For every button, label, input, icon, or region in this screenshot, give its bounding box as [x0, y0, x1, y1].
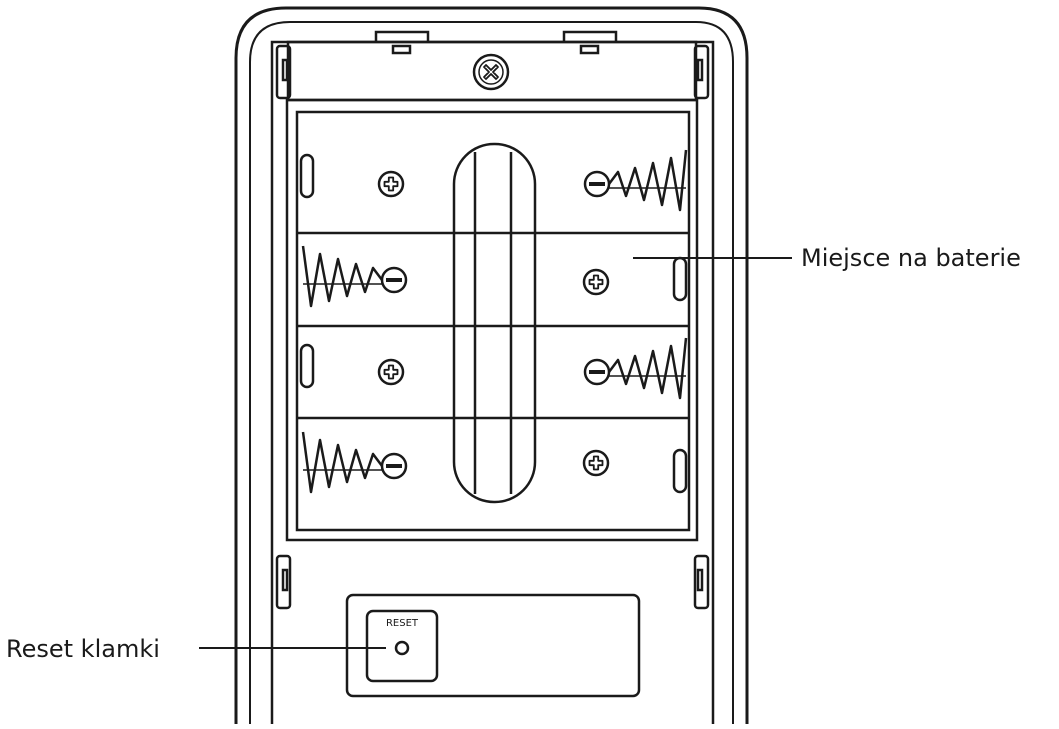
reset-button-label: RESET [386, 618, 419, 629]
contact-bars [299, 153, 688, 494]
screw-icon [472, 53, 510, 91]
battery-compartment-label: Miejsce na baterie [801, 244, 1021, 272]
center-divider [452, 142, 537, 504]
reset-handle-label: Reset klamki [6, 635, 160, 663]
leader-lines [199, 257, 792, 649]
battery-compartment [285, 98, 699, 542]
plus-terminal-icon [377, 170, 610, 477]
spring-contact-icon [301, 149, 688, 494]
reset-panel [345, 593, 641, 698]
reset-button[interactable]: RESET [365, 609, 439, 683]
lower-clips [275, 554, 710, 610]
housing-outer [234, 6, 749, 724]
